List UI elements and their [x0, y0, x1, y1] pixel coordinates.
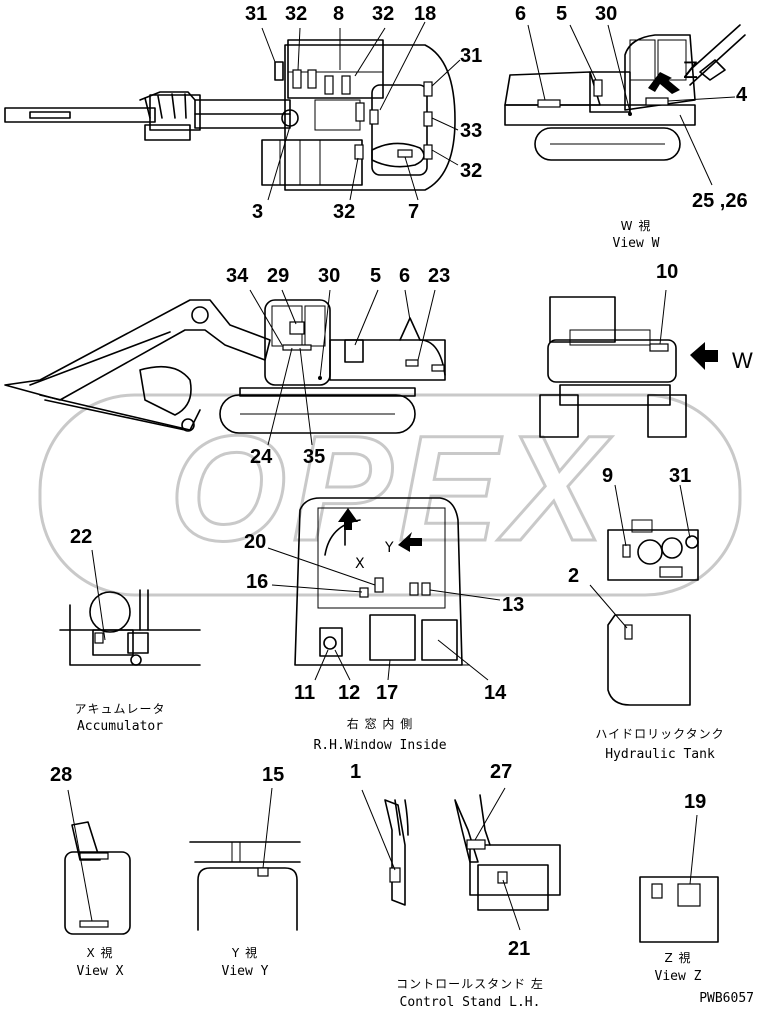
- callout-32-right: 32: [460, 160, 482, 182]
- accumulator-drawing: [59, 549, 201, 666]
- view-captions: W 視 View W W Z アキュムレータ Accumulator 右 窓 内…: [74, 59, 754, 1010]
- accumulator-caption-jp: アキュムレータ: [74, 702, 165, 716]
- control-stand-caption-en: Control Stand L.H.: [400, 995, 541, 1010]
- callout-11: 11: [294, 682, 315, 704]
- callout-20: 20: [244, 531, 266, 553]
- callout-7: 7: [408, 201, 419, 223]
- callout-13: 13: [502, 594, 524, 616]
- top-plan-view: [4, 21, 461, 201]
- main-side-drawing: [4, 289, 446, 446]
- callout-32-top-b: 32: [372, 3, 394, 25]
- control-stand-caption-jp: コントロールスタンド 左: [396, 976, 544, 991]
- callout-9: 9: [602, 465, 613, 487]
- callout-23: 23: [428, 265, 450, 287]
- view-x-caption-jp: X 視: [86, 945, 113, 960]
- hydraulic-tank-drawing: [589, 584, 691, 706]
- view-z-drawing: [639, 814, 719, 943]
- callout-14: 14: [484, 682, 507, 704]
- callout-29: 29: [267, 265, 289, 287]
- callout-31-top: 31: [245, 3, 267, 25]
- callout-18: 18: [414, 3, 436, 25]
- callout-6-top: 6: [515, 3, 526, 25]
- callout-25-26: 25 ,26: [692, 190, 748, 212]
- view-x-drawing: [64, 789, 131, 935]
- callout-4: 4: [736, 84, 748, 106]
- view-y-caption-jp: Y 視: [231, 945, 258, 960]
- callout-24: 24: [250, 446, 273, 468]
- drawing-code: PWB6057: [699, 991, 754, 1006]
- housing-drawing-9-31: [607, 484, 699, 581]
- watermark: OPEX: [38, 393, 742, 597]
- callout-34: 34: [226, 265, 249, 287]
- callout-33: 33: [460, 120, 482, 142]
- callout-19: 19: [684, 791, 706, 813]
- rh-window-caption-jp: 右 窓 内 側: [347, 716, 413, 731]
- callout-28: 28: [50, 764, 72, 786]
- view-y-caption-en: View Y: [222, 964, 269, 979]
- view-z-caption-jp: Z 視: [664, 950, 691, 965]
- svg-text:Y: Y: [384, 540, 394, 556]
- w-arrow-label: W: [732, 348, 753, 373]
- callout-31-right: 31: [460, 45, 482, 67]
- view-w-caption-jp: W 視: [621, 218, 652, 233]
- callout-2: 2: [568, 565, 579, 587]
- callout-5-top: 5: [556, 3, 567, 25]
- control-stand-drawing: [361, 787, 561, 931]
- callout-10: 10: [656, 261, 678, 283]
- front-view-drawing: [539, 289, 718, 438]
- view-z-caption-en: View Z: [655, 969, 702, 984]
- callout-17: 17: [376, 682, 398, 704]
- svg-text:X: X: [355, 556, 365, 572]
- view-y-drawing: [189, 787, 301, 931]
- hydraulic-tank-caption-jp: ハイドロリックタンク: [595, 727, 724, 741]
- callout-31-housing: 31: [669, 465, 691, 487]
- callout-1: 1: [350, 761, 361, 783]
- callout-16: 16: [246, 571, 268, 593]
- accumulator-caption-en: Accumulator: [77, 719, 163, 734]
- callout-27: 27: [490, 761, 512, 783]
- view-w-caption-en: View W: [613, 236, 660, 251]
- hydraulic-tank-caption-en: Hydraulic Tank: [605, 747, 715, 762]
- callout-35: 35: [303, 446, 325, 468]
- callout-30-mid: 30: [318, 265, 340, 287]
- view-w-side-drawing: [504, 24, 746, 186]
- view-x-caption-en: View X: [77, 964, 124, 979]
- callout-21: 21: [508, 938, 530, 960]
- callout-22: 22: [70, 526, 92, 548]
- callout-6-mid: 6: [399, 265, 410, 287]
- callout-8: 8: [333, 3, 344, 25]
- callout-5-mid: 5: [370, 265, 381, 287]
- svg-text:OPEX: OPEX: [170, 404, 613, 572]
- callout-32-top: 32: [285, 3, 307, 25]
- callout-numbers: 31 32 8 32 18 31 33 32 3 32 7 6 5 30 4 2…: [50, 3, 748, 960]
- callout-3: 3: [252, 201, 263, 223]
- callout-30-top: 30: [595, 3, 617, 25]
- rh-window-inside-drawing: X Y: [267, 497, 501, 681]
- callout-15: 15: [262, 764, 284, 786]
- z-marker: Z: [683, 59, 698, 84]
- rh-window-caption-en: R.H.Window Inside: [313, 738, 446, 753]
- callout-12: 12: [338, 682, 360, 704]
- callout-32-bottom: 32: [333, 201, 355, 223]
